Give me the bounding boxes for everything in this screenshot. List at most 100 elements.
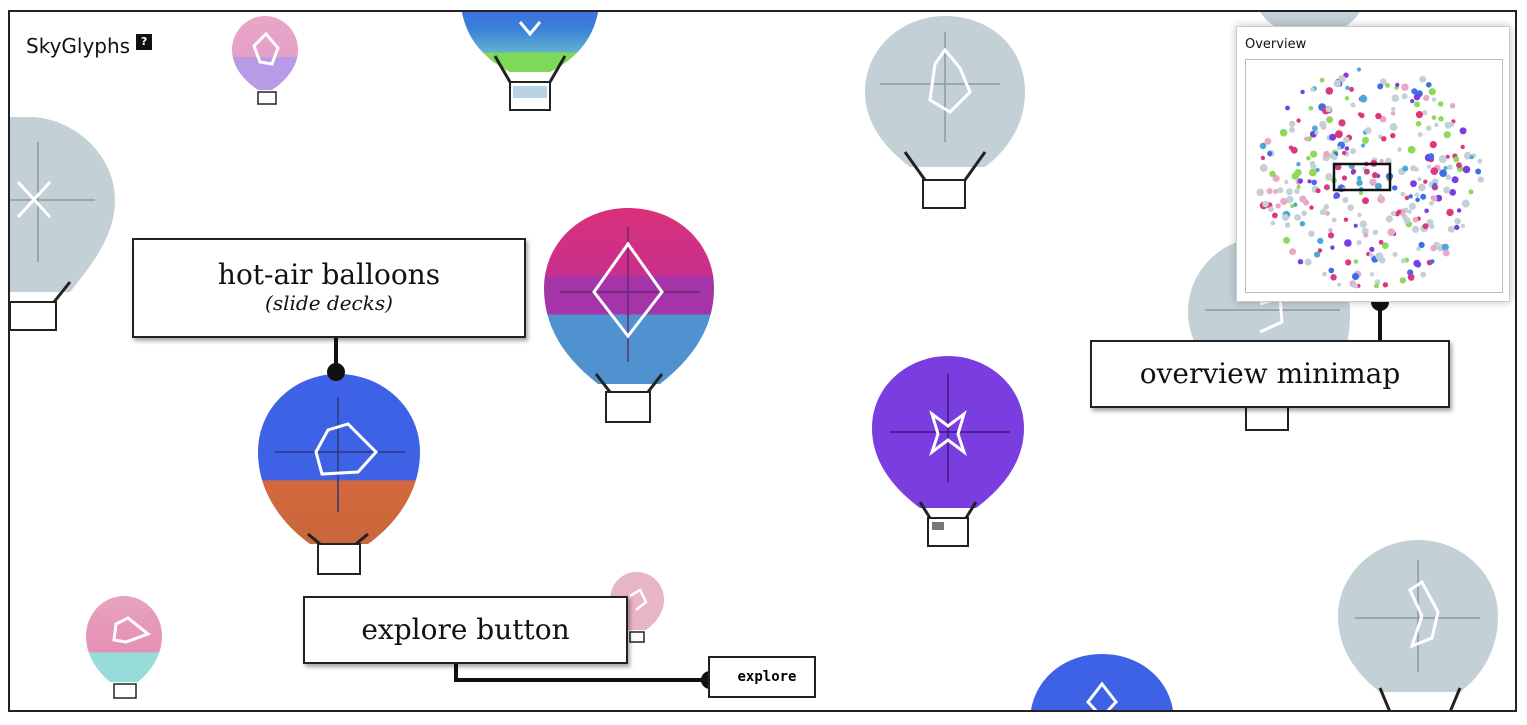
minimap-dot: [1426, 164, 1432, 169]
minimap-dot: [1445, 174, 1452, 180]
minimap-dot: [1417, 132, 1423, 138]
minimap-dot: [1333, 193, 1339, 200]
annotation-balloons-subtitle: (slide decks): [265, 291, 393, 315]
minimap-dot: [1390, 210, 1396, 217]
minimap-dot: [1412, 216, 1419, 223]
canvas[interactable]: SkyGlyphs ? Overview hot-air balloons (s…: [8, 10, 1517, 712]
minimap-dot: [1308, 105, 1314, 111]
minimap-dot: [1350, 148, 1356, 155]
minimap-dot: [1333, 79, 1341, 88]
minimap-dot: [1460, 223, 1466, 229]
minimap-dot: [1378, 239, 1384, 245]
minimap-dot: [1379, 116, 1387, 123]
minimap-dot: [1314, 251, 1321, 258]
minimap-dot: [1414, 192, 1420, 197]
minimap-dot: [1325, 87, 1334, 95]
minimap-dot: [1390, 132, 1396, 139]
balloon[interactable]: [872, 356, 1024, 547]
minimap-dot: [1310, 87, 1315, 92]
minimap-dot: [1399, 277, 1406, 284]
minimap-dot: [1456, 162, 1462, 169]
balloon[interactable]: [865, 16, 1025, 209]
minimap-dot: [1356, 240, 1362, 246]
explore-button[interactable]: explore: [708, 656, 816, 698]
balloon[interactable]: [258, 374, 420, 575]
minimap-dot: [1385, 157, 1392, 165]
minimap-dot: [1404, 195, 1410, 201]
minimap-dot: [1304, 136, 1309, 141]
balloon[interactable]: [232, 16, 298, 105]
minimap-dot: [1349, 86, 1354, 92]
minimap-dot: [1374, 283, 1379, 289]
minimap-dot: [1374, 182, 1382, 190]
minimap-dot: [1306, 155, 1311, 161]
minimap-dot: [1385, 83, 1390, 88]
minimap-dot: [1290, 204, 1295, 209]
minimap-dot: [1426, 82, 1432, 88]
balloon[interactable]: [1030, 654, 1174, 712]
minimap-dot: [1477, 158, 1483, 164]
minimap-dot: [1296, 162, 1301, 167]
minimap-dot: [1469, 155, 1474, 160]
overview-minimap[interactable]: [1245, 59, 1503, 293]
minimap-dot: [1319, 120, 1327, 129]
app-title: SkyGlyphs ?: [26, 34, 153, 58]
minimap-dot: [1363, 232, 1369, 238]
minimap-dot: [1418, 241, 1425, 249]
annotation-overview: overview minimap: [1090, 340, 1450, 408]
minimap-dot: [1431, 97, 1437, 102]
minimap-dot: [1347, 204, 1354, 212]
balloon[interactable]: [460, 12, 600, 111]
minimap-dot: [1362, 136, 1369, 144]
minimap-dot: [1259, 164, 1268, 172]
minimap-dot: [1459, 127, 1467, 135]
help-icon[interactable]: ?: [136, 34, 153, 50]
minimap-dot: [1266, 188, 1273, 195]
minimap-dot: [1286, 188, 1293, 196]
minimap-dot: [1446, 208, 1454, 217]
minimap-dot: [1379, 78, 1387, 86]
minimap-dot: [1395, 82, 1400, 87]
minimap-dot: [1269, 170, 1276, 178]
balloon[interactable]: [544, 208, 714, 423]
balloon[interactable]: [10, 117, 115, 331]
minimap-dot: [1381, 242, 1389, 250]
minimap-dot: [1327, 232, 1335, 239]
minimap-dot: [1356, 175, 1362, 181]
minimap-dot: [1260, 155, 1266, 161]
minimap-dot: [1334, 163, 1342, 171]
minimap-dot: [1353, 223, 1358, 228]
minimap-dot: [1432, 182, 1438, 188]
minimap-dot: [1387, 228, 1396, 237]
minimap-dot: [1297, 178, 1303, 184]
minimap-dot: [1397, 147, 1402, 152]
minimap-dot: [1296, 215, 1302, 221]
minimap-dot: [1359, 94, 1368, 103]
minimap-dot: [1297, 259, 1304, 265]
minimap-dot: [1442, 249, 1450, 257]
minimap-dot: [1314, 130, 1319, 135]
annotation-explore-title: explore button: [361, 613, 570, 646]
minimap-dot: [1420, 193, 1427, 200]
balloon[interactable]: [1338, 540, 1498, 712]
minimap-dot: [1420, 271, 1427, 278]
minimap-dot: [1423, 94, 1430, 101]
minimap-dot: [1272, 174, 1280, 182]
minimap-dot: [1413, 93, 1421, 101]
minimap-dot: [1396, 209, 1402, 214]
minimap-dot: [1308, 230, 1315, 237]
minimap-dot: [1402, 165, 1409, 172]
annotation-dot: [327, 363, 345, 381]
minimap-dot: [1361, 143, 1366, 148]
minimap-dot: [1275, 203, 1281, 209]
minimap-dot: [1401, 93, 1408, 100]
minimap-dot: [1270, 220, 1276, 226]
minimap-dot: [1359, 220, 1367, 228]
minimap-dot: [1326, 116, 1334, 124]
minimap-dot: [1256, 188, 1264, 197]
minimap-dot: [1375, 112, 1382, 120]
minimap-dot: [1268, 206, 1274, 213]
minimap-dot: [1273, 189, 1279, 194]
minimap-dot: [1309, 168, 1317, 177]
balloon[interactable]: [86, 596, 162, 699]
